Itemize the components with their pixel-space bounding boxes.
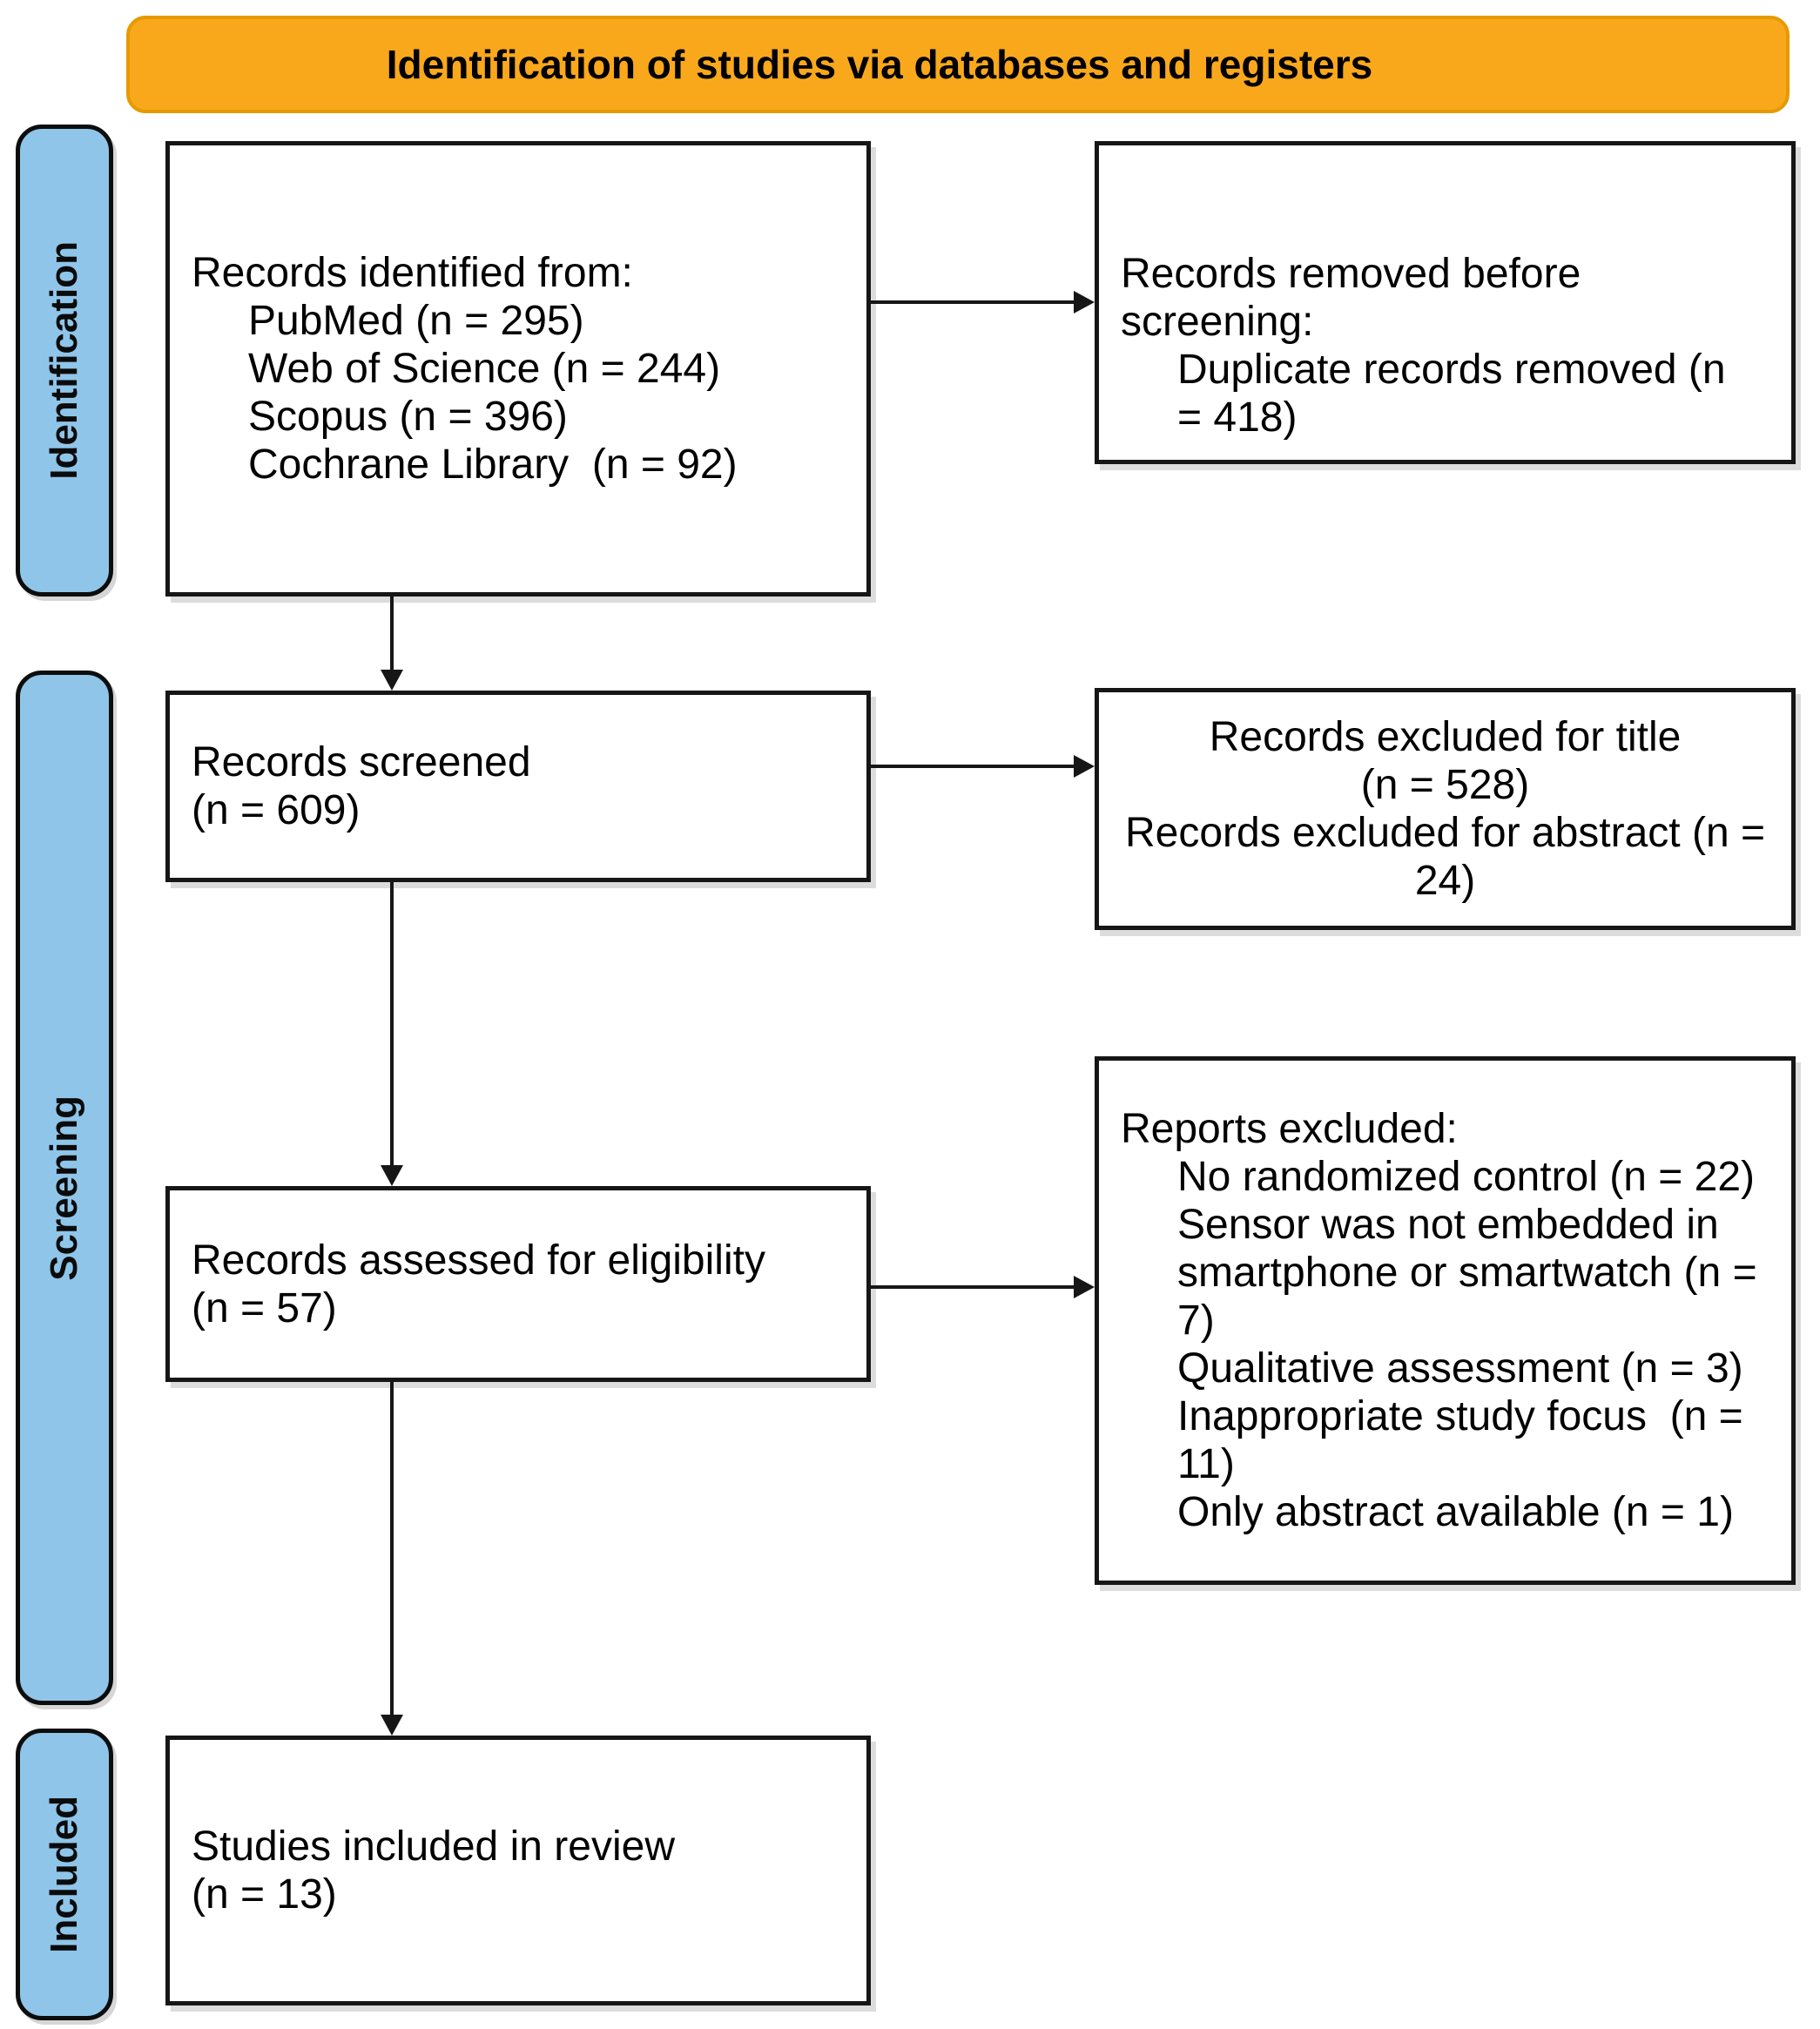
arrow-screened-to-assessed-head xyxy=(381,1165,403,1186)
reports-excluded-qualitative: Qualitative assessment (n = 3) xyxy=(1177,1345,1743,1392)
records-removed-box: Records removed before screening: Duplic… xyxy=(1095,141,1796,464)
header-banner: Identification of studies via databases … xyxy=(126,16,1790,113)
arrow-identified-to-removed-head xyxy=(1074,291,1095,313)
reports-excluded-study-focus: Inappropriate study focus (n = 11) xyxy=(1177,1393,1756,1487)
records-removed-heading: Records removed before screening: xyxy=(1121,251,1593,345)
arrow-identified-to-removed xyxy=(871,300,1075,304)
arrow-identified-to-screened-head xyxy=(381,670,403,691)
stage-label-identification: Identification xyxy=(16,125,113,597)
arrow-assessed-to-reports-excluded xyxy=(871,1285,1075,1289)
records-identified-cochrane: Cochrane Library (n = 92) xyxy=(248,442,738,488)
reports-excluded-abstract-only: Only abstract available (n = 1) xyxy=(1177,1489,1734,1535)
records-screened-box: Records screened (n = 609) xyxy=(165,691,871,882)
arrow-assessed-to-included xyxy=(390,1382,394,1716)
records-excluded-abstract: Records excluded for abstract (n = 24) xyxy=(1124,810,1777,904)
records-identified-heading: Records identified from: xyxy=(192,250,633,296)
studies-included-label: Studies included in review xyxy=(192,1823,675,1870)
records-assessed-count: (n = 57) xyxy=(192,1284,337,1331)
reports-excluded-sensor: Sensor was not embedded in smartphone or… xyxy=(1177,1202,1769,1344)
records-identified-pubmed: PubMed (n = 295) xyxy=(248,298,584,344)
records-identified-web-of-science: Web of Science (n = 244) xyxy=(248,346,721,392)
arrow-screened-to-excluded xyxy=(871,765,1075,768)
arrow-assessed-to-reports-excluded-head xyxy=(1074,1276,1095,1298)
records-excluded-title-count: (n = 528) xyxy=(1360,762,1530,808)
stage-label-included-text: Included xyxy=(43,1796,85,1953)
studies-included-box: Studies included in review (n = 13) xyxy=(165,1736,871,2005)
stage-label-included: Included xyxy=(16,1729,113,2020)
reports-excluded-heading: Reports excluded: xyxy=(1121,1106,1458,1152)
reports-excluded-no-randomized: No randomized control (n = 22) xyxy=(1177,1154,1755,1200)
records-assessed-label: Records assessed for eligibility xyxy=(192,1237,765,1284)
header-title: Identification of studies via databases … xyxy=(386,42,1373,87)
records-screened-count: (n = 609) xyxy=(192,787,361,833)
arrow-assessed-to-included-head xyxy=(381,1715,403,1736)
studies-included-count: (n = 13) xyxy=(192,1871,337,1918)
records-identified-box: Records identified from: PubMed (n = 295… xyxy=(165,141,871,597)
arrow-screened-to-assessed xyxy=(390,882,394,1167)
records-removed-duplicates: Duplicate records removed (n = 418) xyxy=(1177,347,1737,441)
arrow-identified-to-screened xyxy=(390,597,394,671)
reports-excluded-box: Reports excluded: No randomized control … xyxy=(1095,1056,1796,1585)
arrow-screened-to-excluded-head xyxy=(1074,755,1095,778)
records-screened-label: Records screened xyxy=(192,739,531,785)
records-identified-scopus: Scopus (n = 396) xyxy=(248,394,568,440)
records-excluded-box: Records excluded for title (n = 528) Rec… xyxy=(1095,688,1796,930)
stage-label-identification-text: Identification xyxy=(43,241,85,480)
records-assessed-box: Records assessed for eligibility (n = 57… xyxy=(165,1186,871,1382)
stage-label-screening-text: Screening xyxy=(43,1095,85,1281)
stage-label-screening: Screening xyxy=(16,671,113,1705)
records-excluded-title-label: Records excluded for title xyxy=(1209,714,1682,760)
